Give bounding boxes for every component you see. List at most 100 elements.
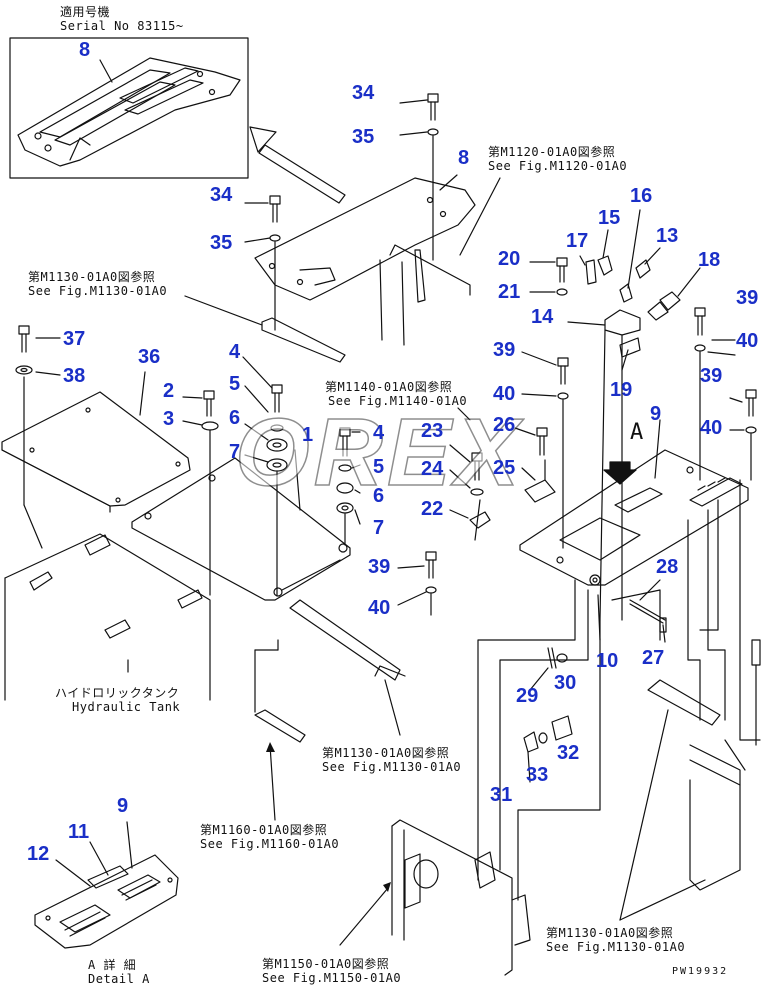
callout-9-main: 9 (650, 403, 662, 425)
callout-35-lower: 35 (210, 232, 233, 254)
callout-36: 36 (138, 346, 161, 368)
callout-21: 21 (498, 281, 521, 303)
serial-title-en: Serial No 83115~ (60, 19, 184, 33)
bottom-right-bracket-m1130 (647, 639, 761, 891)
bracket-23-26 (469, 427, 556, 541)
callout-40-center: 40 (493, 383, 516, 405)
callout-18: 18 (698, 249, 721, 271)
parts-29-33 (523, 647, 573, 753)
ref-m1160-en: See Fig.M1160-01A0 (200, 837, 340, 851)
bolt-39-right-upper (694, 307, 706, 481)
callout-4-right: 4 (373, 422, 385, 444)
callout-14: 14 (531, 306, 554, 328)
callout-6-right: 6 (373, 485, 385, 507)
callout-40-lower: 40 (368, 597, 391, 619)
ref-m1130a-jp: 第M1130-01A0図参照 (28, 270, 156, 284)
tank-en: Hydraulic Tank (72, 700, 181, 714)
hydraulic-tank (4, 533, 211, 701)
view-a-label: A (630, 420, 644, 445)
inset-cover-plate-8 (17, 57, 241, 167)
callout-17: 17 (566, 230, 589, 252)
bolt-34-upper (427, 93, 439, 261)
callout-34-lower: 34 (210, 184, 233, 206)
callout-37: 37 (63, 328, 86, 350)
callout-28: 28 (656, 556, 679, 578)
callout-12: 12 (27, 843, 50, 865)
callout-39-center: 39 (493, 339, 516, 361)
ref-m1120-jp: 第M1120-01A0図参照 (488, 145, 616, 159)
ref-m1150-jp: 第M1150-01A0図参照 (262, 957, 390, 971)
callout-25: 25 (493, 457, 516, 479)
callout-3: 3 (163, 408, 175, 430)
callout-5-right: 5 (373, 456, 385, 478)
callout-29: 29 (516, 685, 539, 707)
ref-m1130c-jp: 第M1130-01A0図参照 (546, 926, 674, 940)
callout-33: 33 (526, 764, 549, 786)
detail-a-jp: A 詳 細 (88, 958, 137, 972)
inset-arrow (249, 126, 346, 204)
bolt-37 (15, 325, 33, 375)
pin-27-28 (629, 599, 667, 633)
ref-m1130a-en: See Fig.M1130-01A0 (28, 284, 168, 298)
callout-40-right-b: 40 (700, 417, 723, 439)
frame-bracket-m1130 (261, 244, 471, 363)
bolt-39-center (557, 357, 569, 549)
bolt-39-right-lower (745, 389, 757, 481)
tank-cover-36 (1, 391, 191, 513)
callout-30: 30 (554, 672, 577, 694)
callout-34-upper: 34 (352, 82, 375, 104)
callout-26: 26 (493, 414, 516, 436)
callout-31: 31 (490, 784, 513, 806)
callout-24: 24 (421, 458, 444, 480)
ref-m1140-jp: 第M1140-01A0図参照 (325, 380, 453, 394)
ref-m1140-en: See Fig.M1140-01A0 (328, 394, 468, 408)
orex-watermark: OREX (234, 399, 524, 506)
callout-32: 32 (557, 742, 580, 764)
small-parts-13-21 (556, 255, 681, 621)
callout-19: 19 (610, 379, 633, 401)
callout-20: 20 (498, 248, 521, 270)
callout-9-detail: 9 (117, 795, 129, 817)
callout-4-left: 4 (229, 341, 241, 363)
callout-23: 23 (421, 420, 444, 442)
ref-m1130b-jp: 第M1130-01A0図参照 (322, 746, 450, 760)
ref-m1130c-en: See Fig.M1130-01A0 (546, 940, 686, 954)
bolt-39-lower (425, 551, 437, 616)
bolt-2-stack (201, 390, 219, 596)
ref-m1130b-en: See Fig.M1130-01A0 (322, 760, 462, 774)
detail-a-en: Detail A (88, 972, 150, 986)
callout-13: 13 (656, 225, 679, 247)
ref-m1150-en: See Fig.M1150-01A0 (262, 971, 402, 985)
step-frame-9 (519, 449, 749, 586)
callout-5-left: 5 (229, 373, 241, 395)
top-cover-plate-8 (254, 177, 476, 301)
callout-40-right-a: 40 (736, 330, 759, 352)
callout-16: 16 (630, 185, 653, 207)
callout-15: 15 (598, 207, 621, 229)
callout-7-right: 7 (373, 517, 385, 539)
callout-22: 22 (421, 498, 444, 520)
callout-1: 1 (302, 424, 314, 446)
lower-frame-rails (254, 559, 406, 743)
callout-11: 11 (68, 821, 90, 843)
callout-27: 27 (642, 647, 665, 669)
floor-plate-1 (131, 457, 351, 601)
serial-inset-frame (9, 37, 249, 179)
bolt-34-lower (269, 195, 281, 331)
callout-39-lower: 39 (368, 556, 391, 578)
callout-38: 38 (63, 365, 86, 387)
callout-8-main: 8 (458, 147, 470, 169)
callout-6-left: 6 (229, 407, 241, 429)
bolt-4-stack-left (266, 384, 288, 596)
callout-10: 10 (596, 650, 619, 672)
ref-m1160-jp: 第M1160-01A0図参照 (200, 823, 328, 837)
bottom-bracket-m1150 (391, 819, 531, 976)
serial-title-jp: 適用号機 (60, 5, 111, 19)
callout-39-right-a: 39 (736, 287, 759, 309)
right-side-frame-lines (477, 479, 761, 901)
tank-jp: ハイドロリックタンク (55, 686, 180, 700)
callout-8-inset: 8 (79, 39, 91, 61)
detail-a-plate (34, 854, 179, 949)
callout-2: 2 (163, 380, 175, 402)
